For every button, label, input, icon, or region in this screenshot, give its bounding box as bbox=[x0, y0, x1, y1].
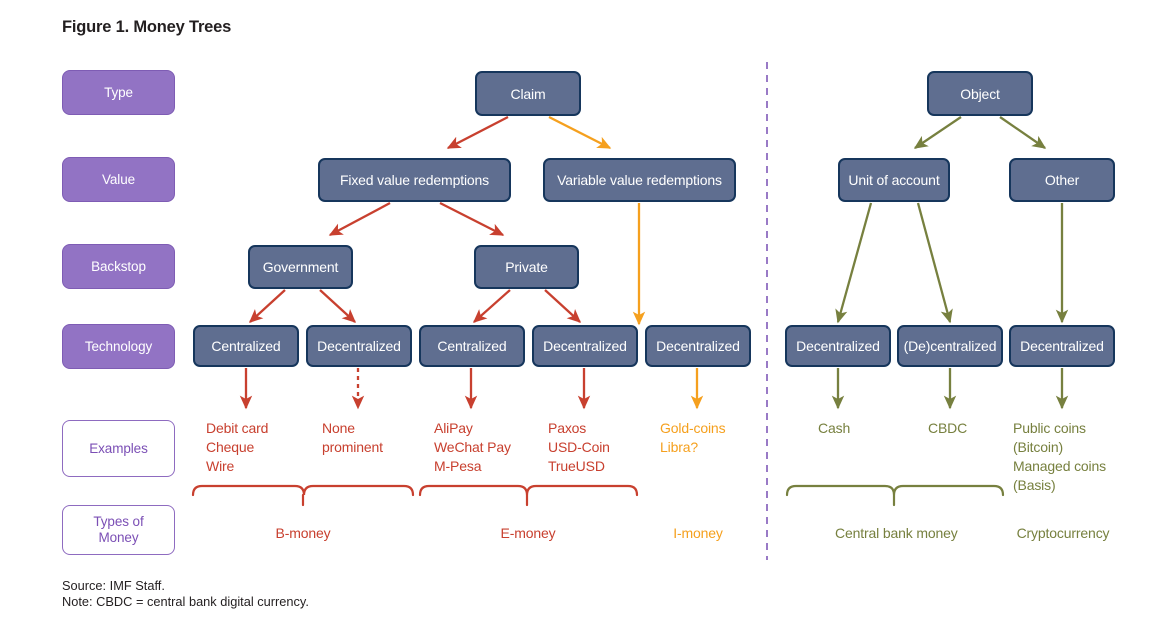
node-variable-value-redemptions[interactable]: Variable value redemptions bbox=[543, 158, 736, 202]
category-b-money: B-money bbox=[275, 525, 331, 541]
category-i-money: I-money bbox=[673, 525, 723, 541]
examples-private-centralized: AliPay WeChat Pay M-Pesa bbox=[434, 420, 511, 474]
node-gov-decentralized-label: Decentralized bbox=[317, 338, 401, 354]
row-label-examples[interactable]: Examples bbox=[62, 420, 175, 477]
examples-government-centralized: Debit card Cheque Wire bbox=[206, 420, 269, 474]
row-label-types-of-money[interactable]: Types of Money bbox=[62, 505, 175, 555]
node-gov-decentralized[interactable]: Decentralized bbox=[306, 325, 412, 367]
figure-note: Note: CBDC = central bank digital curren… bbox=[62, 594, 309, 609]
row-label-types-of-money-text: Types of Money bbox=[93, 514, 144, 545]
node-gov-centralized-label: Centralized bbox=[211, 338, 281, 354]
node-private-label: Private bbox=[505, 259, 548, 275]
category-cryptocurrency: Cryptocurrency bbox=[1016, 525, 1110, 541]
node-private-decentralized-label: Decentralized bbox=[543, 338, 627, 354]
bracket-central-bank-money bbox=[785, 484, 1005, 497]
node-fixed-value-redemptions[interactable]: Fixed value redemptions bbox=[318, 158, 511, 202]
examples-private-decentralized: Paxos USD-Coin TrueUSD bbox=[548, 420, 610, 474]
node-object-label: Object bbox=[960, 85, 1000, 102]
node-crypto-decentralized-label: Decentralized bbox=[1020, 338, 1104, 354]
node-cbdc-decentralized-label: (De)centralized bbox=[903, 338, 997, 354]
node-other-label: Other bbox=[1044, 172, 1080, 188]
row-label-backstop-text: Backstop bbox=[91, 258, 146, 274]
row-label-backstop[interactable]: Backstop bbox=[62, 244, 175, 289]
node-cash-decentralized-label: Decentralized bbox=[796, 338, 880, 354]
node-variable-value-redemptions-label: Variable value redemptions bbox=[557, 172, 722, 188]
node-other[interactable]: Other bbox=[1009, 158, 1115, 202]
node-claim[interactable]: Claim bbox=[475, 71, 581, 116]
category-e-money: E-money bbox=[500, 525, 556, 541]
row-label-technology[interactable]: Technology bbox=[62, 324, 175, 369]
examples-government-decentralized: None prominent bbox=[322, 420, 383, 455]
node-private-centralized[interactable]: Centralized bbox=[419, 325, 525, 367]
node-private[interactable]: Private bbox=[474, 245, 579, 289]
node-private-decentralized[interactable]: Decentralized bbox=[532, 325, 638, 367]
node-cash-decentralized[interactable]: Decentralized bbox=[785, 325, 891, 367]
node-claim-label: Claim bbox=[510, 85, 546, 102]
row-label-technology-text: Technology bbox=[84, 338, 153, 354]
node-private-centralized-label: Centralized bbox=[437, 338, 507, 354]
node-variable-decentralized[interactable]: Decentralized bbox=[645, 325, 751, 367]
node-cbdc-decentralized[interactable]: (De)centralized bbox=[897, 325, 1003, 367]
node-government[interactable]: Government bbox=[248, 245, 353, 289]
row-label-value-text: Value bbox=[101, 171, 136, 187]
bracket-b-money bbox=[191, 484, 415, 497]
row-label-value[interactable]: Value bbox=[62, 157, 175, 202]
category-central-bank-money: Central bank money bbox=[835, 525, 958, 541]
node-crypto-decentralized[interactable]: Decentralized bbox=[1009, 325, 1115, 367]
row-label-type-text: Type bbox=[104, 84, 133, 100]
examples-variable-decentralized: Gold-coins Libra? bbox=[660, 420, 726, 455]
node-unit-of-account[interactable]: Unit of account bbox=[838, 158, 950, 202]
examples-cryptocurrency: Public coins (Bitcoin) Managed coins (Ba… bbox=[1013, 420, 1107, 493]
examples-cbdc: CBDC bbox=[928, 420, 968, 436]
row-label-examples-text: Examples bbox=[89, 440, 148, 456]
figure-source: Source: IMF Staff. bbox=[62, 578, 165, 593]
row-label-type[interactable]: Type bbox=[62, 70, 175, 115]
examples-cash: Cash bbox=[818, 420, 851, 436]
node-fixed-value-redemptions-label: Fixed value redemptions bbox=[339, 172, 490, 188]
bracket-e-money bbox=[418, 484, 639, 497]
figure-title: Figure 1. Money Trees bbox=[62, 18, 232, 36]
node-object[interactable]: Object bbox=[927, 71, 1033, 116]
node-unit-of-account-label: Unit of account bbox=[848, 172, 940, 188]
node-gov-centralized[interactable]: Centralized bbox=[193, 325, 299, 367]
node-government-label: Government bbox=[262, 259, 339, 275]
node-variable-decentralized-label: Decentralized bbox=[656, 338, 740, 354]
